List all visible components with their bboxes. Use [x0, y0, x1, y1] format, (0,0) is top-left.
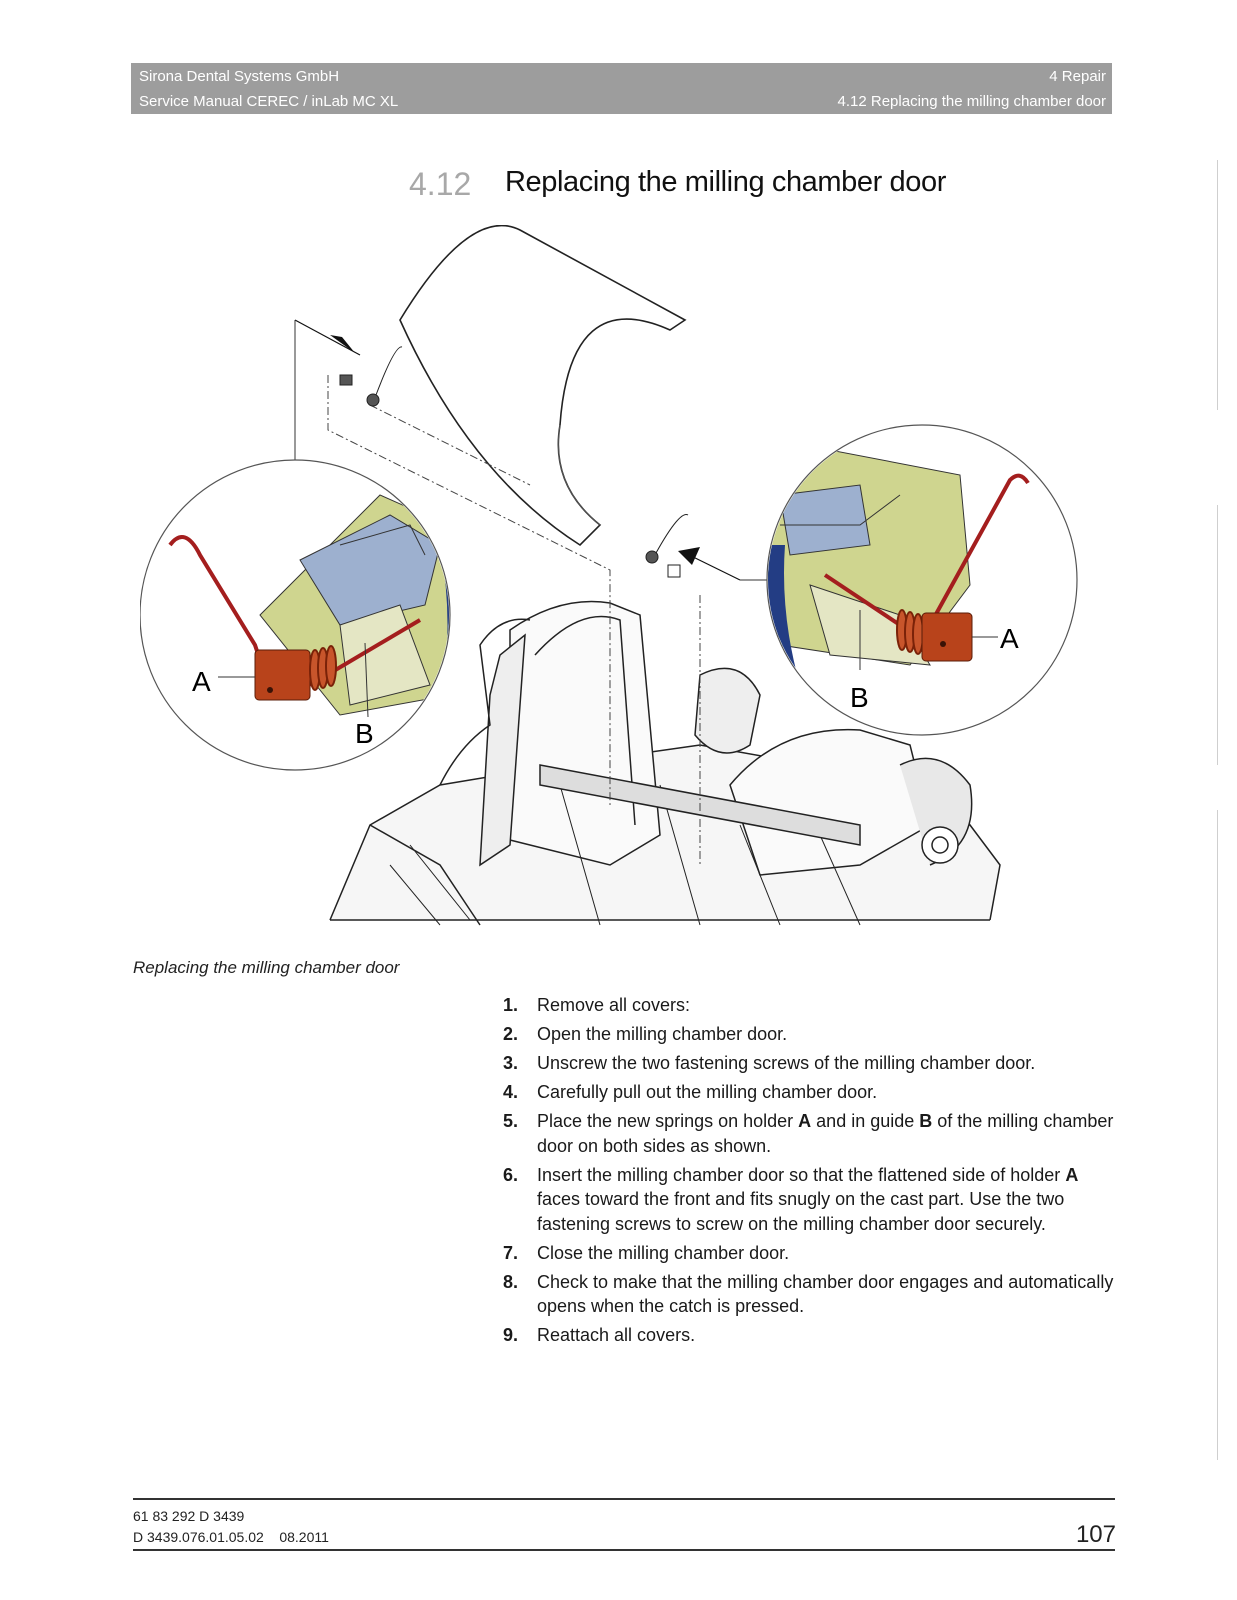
- page-number: 107: [1075, 1521, 1116, 1548]
- step-text: Remove all covers:: [537, 995, 691, 1015]
- label-b-left: B: [355, 718, 374, 749]
- step-number: 6.: [503, 1164, 519, 1185]
- step-item: 5. Place the new springs on holder A and …: [503, 1109, 1123, 1158]
- step-number: 9.: [503, 1325, 519, 1345]
- step-text: Reattach all covers.: [537, 1325, 696, 1345]
- section-number: 4.12: [409, 166, 472, 202]
- label-b-right: B: [850, 682, 869, 713]
- step-text: Check to make that the milling chamber d…: [537, 1271, 1114, 1317]
- holder-ref: A: [1065, 1164, 1079, 1185]
- step-item: 7. Close the milling chamber door.: [503, 1241, 1123, 1266]
- step-number: 2.: [503, 1024, 519, 1044]
- step-item: 8. Check to make that the milling chamber…: [503, 1270, 1123, 1319]
- step-number: 8.: [503, 1271, 519, 1292]
- header-section: 4.12 Replacing the milling chamber door: [837, 93, 1106, 110]
- detail-circle-left: A B: [139, 459, 451, 771]
- footer-date: 08.2011: [279, 1529, 329, 1545]
- step-item: 4. Carefully pull out the milling chamber…: [503, 1080, 1123, 1105]
- running-header: Sirona Dental Systems GmbH Service Manua…: [131, 63, 1112, 114]
- step-text: Place the new springs on holder A and in…: [537, 1111, 1114, 1156]
- header-manual: Service Manual CEREC / inLab MC XL: [139, 93, 399, 110]
- section-title: Replacing the milling chamber door: [505, 166, 946, 198]
- step-item: 9. Reattach all covers.: [503, 1323, 1123, 1348]
- figure-milling-chamber-door: A B: [139, 224, 1120, 945]
- margin-marker: [1217, 160, 1218, 410]
- step-item: 3. Unscrew the two fastening screws of th…: [503, 1051, 1123, 1076]
- procedure-steps: 1. Remove all covers: 2. Open the milling …: [503, 993, 1123, 1352]
- label-a-right: A: [1000, 623, 1019, 654]
- small-spring-parts: [339, 346, 689, 578]
- step-number: 4.: [503, 1082, 519, 1102]
- detail-circle-right: A B: [766, 424, 1078, 736]
- footer-doc-code: D 3439.076.01.05.02: [133, 1529, 264, 1545]
- header-chapter: 4 Repair: [1049, 68, 1106, 85]
- footer-doc-number: 61 83 292 D 3439: [133, 1508, 245, 1524]
- step-item: 6. Insert the milling chamber door so tha…: [503, 1163, 1123, 1237]
- step-text: Open the milling chamber door.: [537, 1024, 788, 1044]
- step-item: 2. Open the milling chamber door.: [503, 1022, 1123, 1047]
- margin-marker: [1217, 505, 1218, 765]
- step-text: Unscrew the two fastening screws of the …: [537, 1053, 1036, 1073]
- holder-ref: A: [798, 1111, 812, 1131]
- margin-marker: [1217, 810, 1218, 1460]
- machine-illustration: [329, 600, 1001, 926]
- step-number: 1.: [503, 995, 519, 1015]
- step-number: 5.: [503, 1111, 519, 1131]
- guide-ref: B: [919, 1111, 933, 1131]
- header-company: Sirona Dental Systems GmbH: [139, 68, 340, 85]
- figure-caption: Replacing the milling chamber door: [133, 958, 400, 977]
- assembly-guide-lines: [327, 375, 701, 865]
- step-text: Insert the milling chamber door so that …: [537, 1164, 1079, 1234]
- step-item: 1. Remove all covers:: [503, 993, 1123, 1018]
- footer-rule-bottom: [133, 1549, 1115, 1551]
- step-number: 7.: [503, 1242, 519, 1263]
- label-a-left: A: [192, 666, 211, 697]
- step-number: 3.: [503, 1053, 519, 1073]
- step-text: Carefully pull out the milling chamber d…: [537, 1082, 878, 1102]
- door-shell: [399, 224, 687, 547]
- footer-rule-top: [133, 1498, 1115, 1500]
- step-text: Close the milling chamber door.: [537, 1242, 790, 1263]
- footer-doc-code-line: D 3439.076.01.05.02 08.2011: [133, 1529, 329, 1545]
